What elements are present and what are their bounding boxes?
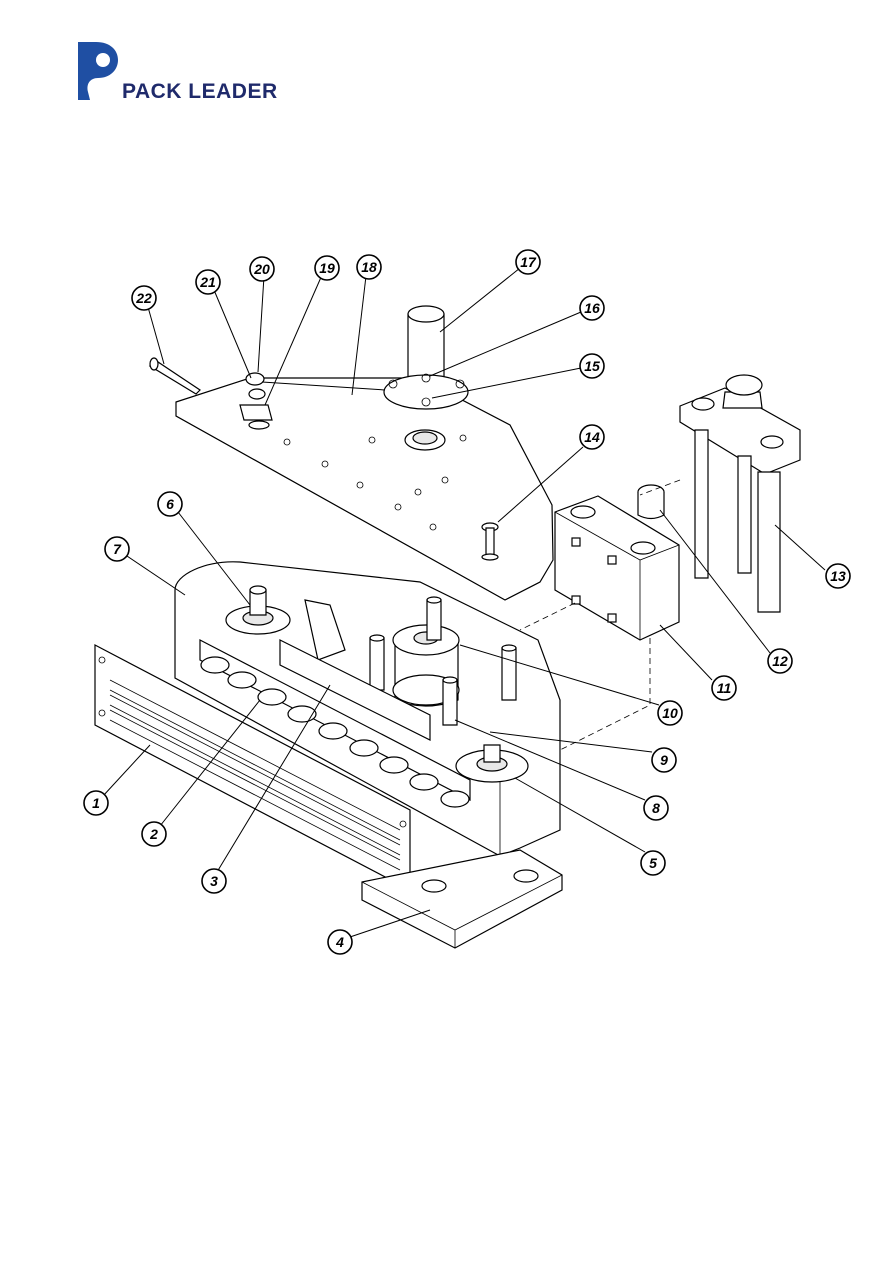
leader-lines	[102, 267, 826, 938]
svg-text:19: 19	[319, 260, 335, 276]
callout-8: 8	[643, 795, 669, 821]
right-sprocket	[455, 744, 529, 783]
svg-text:1: 1	[92, 795, 100, 811]
callout-16: 16	[579, 295, 605, 321]
pack-leader-logo	[78, 42, 118, 100]
svg-text:9: 9	[660, 752, 668, 768]
svg-text:14: 14	[584, 429, 600, 445]
upper-shaft	[383, 305, 469, 410]
callout-14: 14	[579, 424, 605, 450]
svg-text:16: 16	[584, 300, 600, 316]
callout-19: 19	[314, 255, 340, 281]
callout-10: 10	[657, 700, 683, 726]
mounting-block	[554, 495, 680, 641]
svg-text:6: 6	[166, 496, 174, 512]
callout-7: 7	[104, 536, 130, 562]
callout-11: 11	[711, 675, 737, 701]
guide-pin	[481, 522, 499, 561]
svg-text:17: 17	[520, 254, 537, 270]
callout-6: 6	[157, 491, 183, 517]
alignment-line	[559, 638, 651, 751]
callout-3: 3	[201, 868, 227, 894]
svg-text:7: 7	[113, 541, 122, 557]
alignment-line	[519, 602, 576, 631]
callout-15: 15	[579, 353, 605, 379]
svg-text:20: 20	[253, 261, 270, 277]
callout-17: 17	[515, 249, 541, 275]
svg-text:10: 10	[662, 705, 678, 721]
svg-text:2: 2	[149, 826, 158, 842]
base-plate	[361, 849, 563, 949]
svg-text:22: 22	[135, 290, 152, 306]
callout-22: 22	[131, 285, 157, 311]
alignment-line	[639, 479, 681, 496]
svg-text:4: 4	[335, 934, 344, 950]
roller-chain	[199, 639, 471, 808]
svg-text:13: 13	[830, 568, 846, 584]
long-bolt	[148, 357, 201, 395]
brand-name: PACK LEADER	[122, 80, 278, 103]
callout-21: 21	[195, 269, 221, 295]
rod-bracket	[679, 374, 801, 613]
svg-text:3: 3	[210, 873, 218, 889]
callout-18: 18	[356, 254, 382, 280]
svg-text:21: 21	[199, 274, 216, 290]
svg-text:12: 12	[772, 653, 788, 669]
svg-text:18: 18	[361, 259, 377, 275]
callout-4: 4	[327, 929, 353, 955]
callout-13: 13	[825, 563, 851, 589]
svg-text:5: 5	[649, 855, 657, 871]
top-plate	[175, 377, 554, 601]
svg-text:11: 11	[717, 680, 732, 696]
slotted-guard	[94, 644, 411, 891]
callout-2: 2	[141, 821, 167, 847]
svg-text:15: 15	[584, 358, 600, 374]
callout-12: 12	[767, 648, 793, 674]
nut-washer-stack	[239, 372, 273, 430]
svg-text:8: 8	[652, 800, 660, 816]
callout-5: 5	[640, 850, 666, 876]
left-sprocket	[225, 585, 291, 635]
callout-20: 20	[249, 256, 275, 282]
support-posts	[369, 596, 517, 726]
bushing	[637, 484, 665, 520]
callout-1: 1	[83, 790, 109, 816]
callout-9: 9	[651, 747, 677, 773]
